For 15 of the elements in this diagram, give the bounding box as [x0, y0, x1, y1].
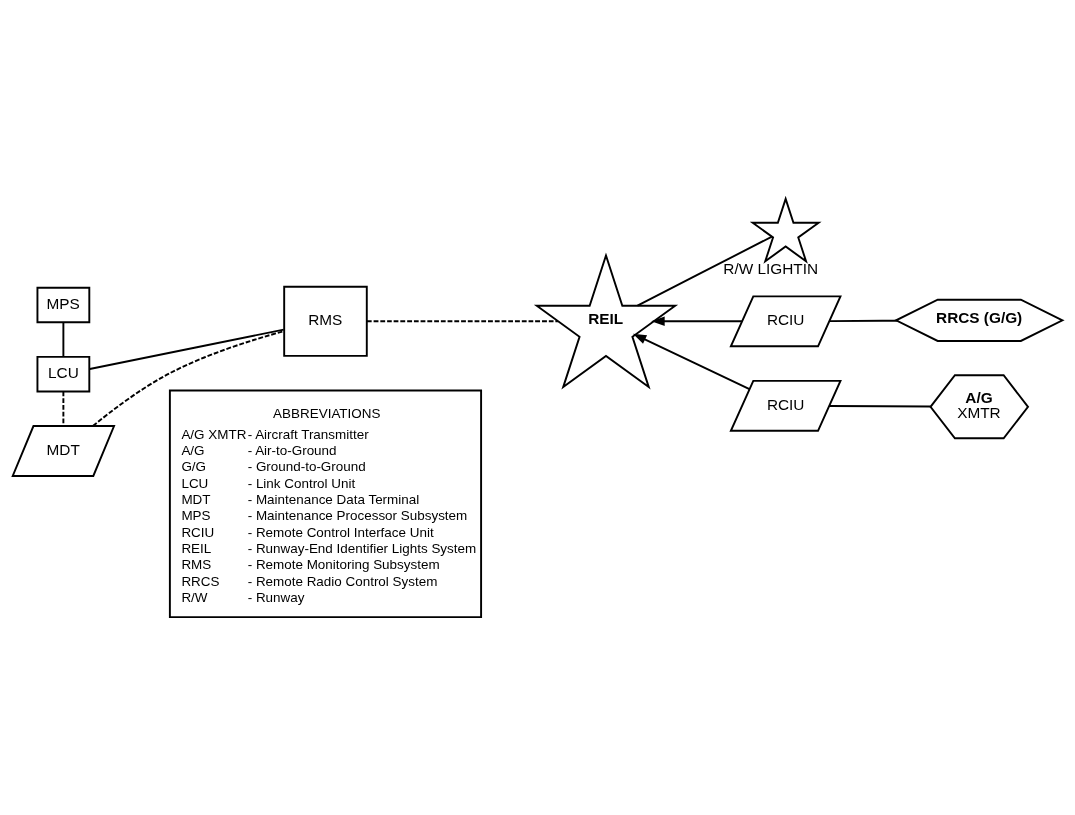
node-star	[749, 195, 822, 264]
node-label: R/W LIGHTIN	[723, 259, 819, 277]
connector	[92, 329, 285, 427]
node-box: MPS	[36, 286, 91, 323]
arrow	[632, 333, 751, 390]
connector	[88, 328, 285, 370]
connector	[828, 319, 898, 322]
node-box: ABBREVIATIONS A/G XMTR- Aircraft Transmitter A/G - Air-to-Ground G/G - Ground-to-Ground LCU - Link Control Unit MDT - Maintenance Data Terminal MPS - Maintenance Processor Subsystem RCIU - Remote Control Interface Unit REIL - Runway-End Identifier Lights System RMS - Remote Monitoring Subsystem RRCS - Remote Radio Control System R/W - Runway	[168, 389, 483, 618]
connector	[62, 390, 65, 427]
node-box: LCU	[36, 355, 91, 392]
connector	[366, 319, 559, 322]
node-box: RMS	[283, 285, 368, 357]
connector	[62, 320, 65, 358]
arrow	[651, 316, 743, 326]
connector	[828, 404, 932, 407]
